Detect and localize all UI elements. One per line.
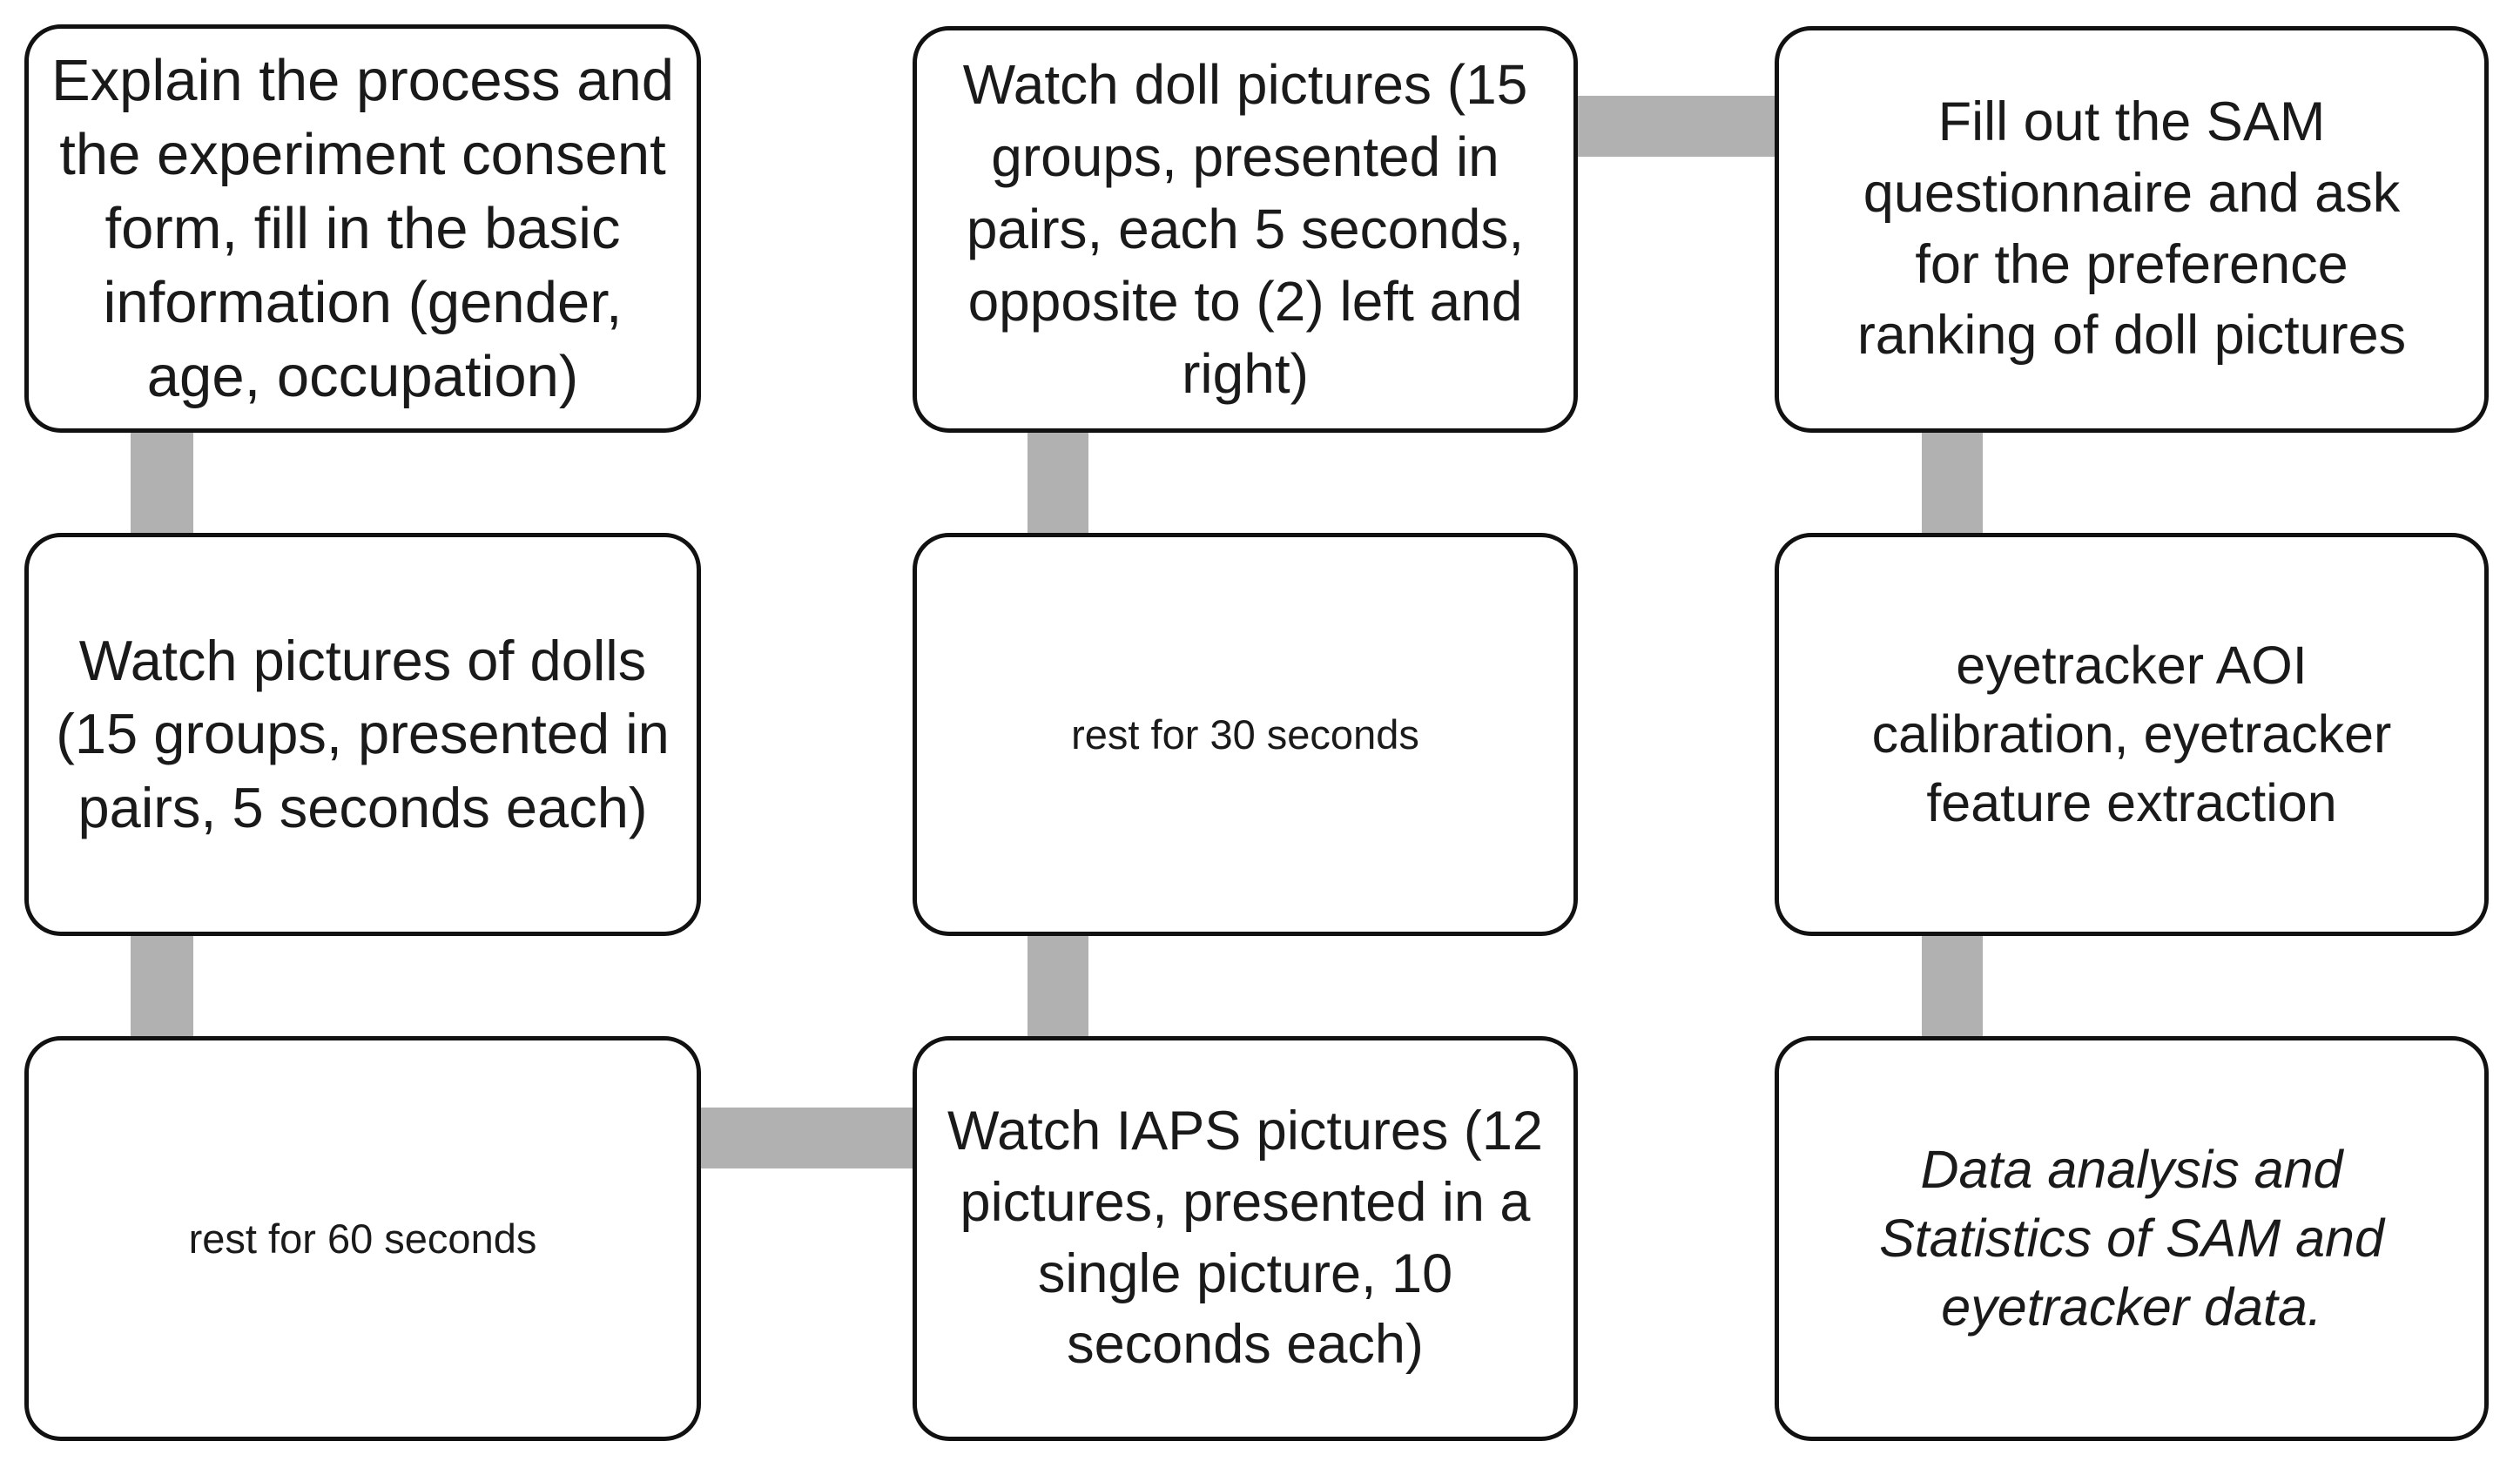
connector-rest60-to-watchiaps [688, 1108, 923, 1168]
flow-box-data-analysis: Data analysis and Statistics of SAM and … [1775, 1036, 2489, 1441]
flow-box-watch-doll-opposite: Watch doll pictures (15 groups, presente… [913, 26, 1578, 433]
connector-watchpairs-to-rest60 [131, 930, 193, 1043]
connector-watchopposite-to-sam [1563, 96, 1785, 157]
connector-explain-to-watchpairs [131, 427, 193, 540]
flow-box-sam-questionnaire: Fill out the SAM questionnaire and ask f… [1775, 26, 2489, 433]
flow-box-watch-doll-pairs: Watch pictures of dolls (15 groups, pres… [24, 533, 701, 936]
flow-box-rest-60: rest for 60 seconds [24, 1036, 701, 1441]
connector-samquestionnaire-to-eyetracker [1922, 427, 1983, 540]
flow-box-watch-iaps: Watch IAPS pictures (12 pictures, presen… [913, 1036, 1578, 1441]
connector-eyetracker-to-dataanalysis [1922, 930, 1983, 1043]
flow-box-eyetracker-calibration: eyetracker AOI calibration, eyetracker f… [1775, 533, 2489, 936]
connector-watchopposite-to-rest30 [1028, 427, 1088, 540]
flow-box-explain-process: Explain the process and the experiment c… [24, 24, 701, 433]
flow-box-rest-30: rest for 30 seconds [913, 533, 1578, 936]
connector-rest30-to-watchiaps [1028, 930, 1088, 1043]
